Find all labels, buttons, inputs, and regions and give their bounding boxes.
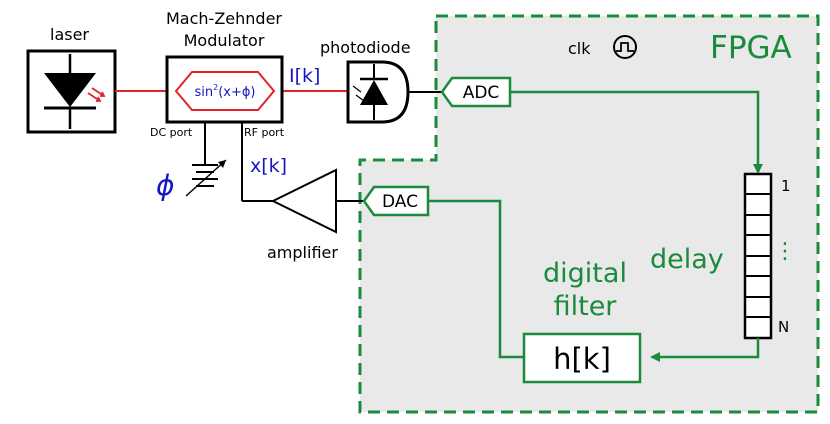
amplifier-triangle-icon: [270, 168, 337, 234]
mzm-waveguide: [174, 71, 276, 111]
mzm-formula: sin2(x+ϕ): [194, 83, 255, 100]
hk-label: h[k]: [553, 342, 611, 376]
laser-diode-icon: [44, 54, 106, 129]
filter-label: filter: [554, 291, 618, 322]
dc-port-label: DC port: [150, 126, 193, 139]
square-wave-clock-icon: [613, 35, 637, 59]
adc-label: ADC: [463, 83, 500, 103]
delay-ellipsis: ⋮: [774, 239, 796, 264]
fpga-region: [358, 14, 820, 414]
laser-label: laser: [50, 25, 89, 44]
adc-to-delay-arrow: [510, 90, 763, 174]
rf-port-label: RF port: [244, 126, 285, 139]
delay-label: delay: [650, 244, 724, 275]
mzm-title-line2: Modulator: [184, 31, 265, 50]
phi-label: ϕ: [156, 169, 174, 202]
xk-label: x[k]: [250, 155, 287, 177]
photodiode-icon: [352, 64, 388, 120]
photodiode-label: photodiode: [320, 38, 411, 57]
filter-to-dac-wire: [428, 199, 524, 359]
clk-label: clk: [568, 39, 591, 58]
dac-block: [362, 185, 430, 217]
amplifier-label: amplifier: [267, 243, 338, 262]
delay-index-last: N: [778, 318, 789, 336]
fpga-label: FPGA: [710, 30, 792, 66]
digital-label: digital: [543, 258, 627, 289]
delay-to-filter-arrow: [650, 338, 760, 362]
ik-label: I[k]: [289, 65, 320, 87]
delay-register: [743, 172, 773, 340]
variable-voltage-source-icon: [185, 159, 227, 197]
mzm-title-line1: Mach-Zehnder: [166, 9, 282, 28]
dac-label: DAC: [382, 192, 418, 212]
delay-index-first: 1: [781, 177, 791, 195]
